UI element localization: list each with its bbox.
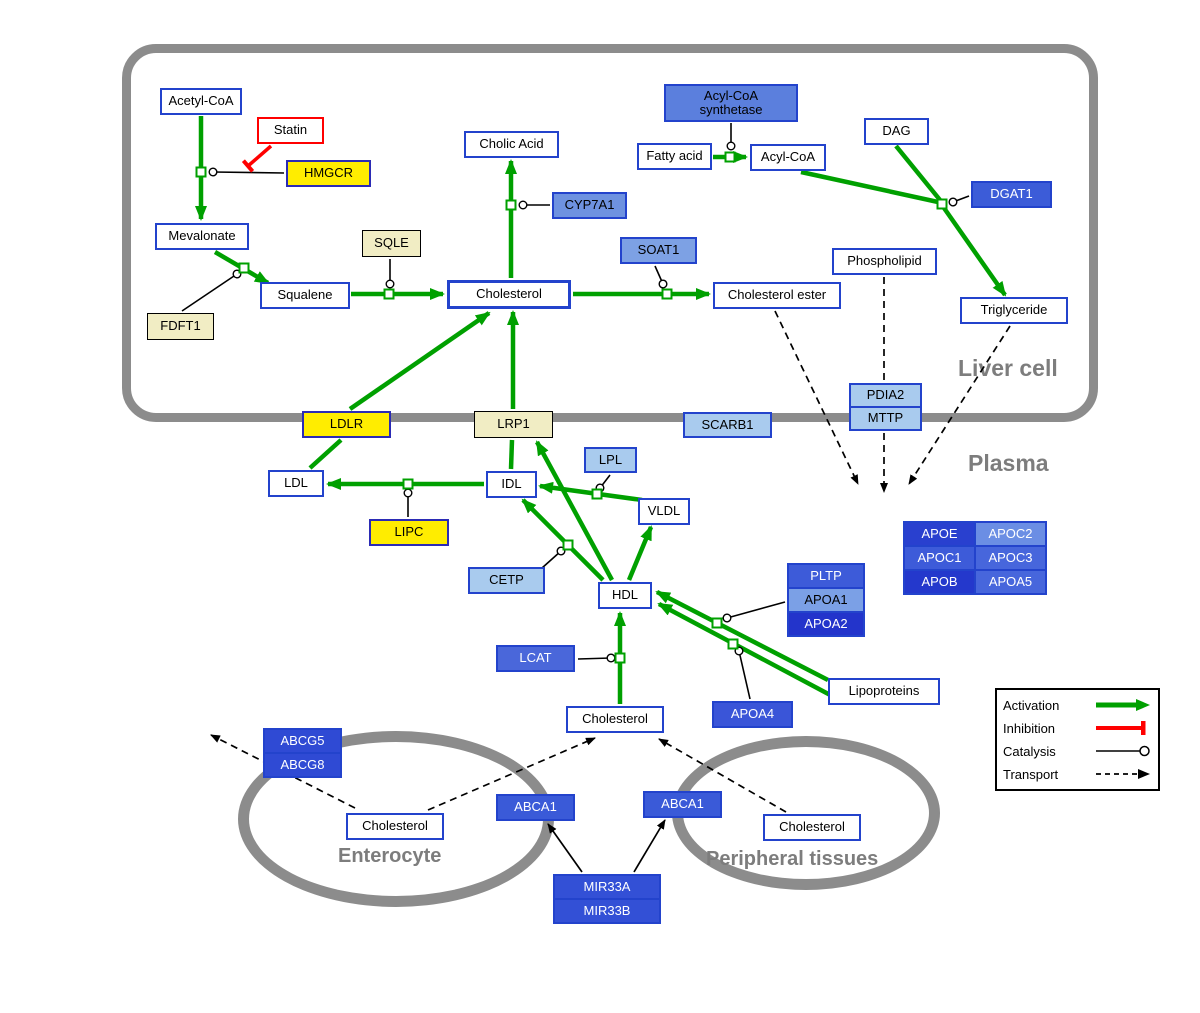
legend-transport-label: Transport (1003, 766, 1059, 782)
node-apoa5[interactable]: APOA5 (974, 569, 1047, 595)
node-lpl[interactable]: LPL (584, 447, 637, 473)
node-lipc[interactable]: LIPC (369, 519, 449, 546)
node-lcat[interactable]: LCAT (496, 645, 575, 672)
node-sqle[interactable]: SQLE (362, 230, 421, 257)
enterocyte-label: Enterocyte (338, 845, 442, 867)
transport-edges (210, 277, 1011, 813)
node-hmgcr[interactable]: HMGCR (286, 160, 371, 187)
inhibition-tbar-icon (1096, 721, 1146, 735)
node-mttp[interactable]: MTTP (849, 406, 922, 431)
legend-catalysis-label: Catalysis (1003, 743, 1056, 759)
liver-cell-label: Liver cell (958, 355, 1058, 381)
node-apob[interactable]: APOB (903, 569, 976, 595)
transport-arrow-icon (1096, 769, 1150, 779)
liver-cell-compartment (122, 44, 1098, 422)
node-acyl-coa-synthetase[interactable]: Acyl-CoA synthetase (664, 84, 798, 122)
reaction-nodes (195, 151, 948, 664)
node-hdl[interactable]: HDL (598, 582, 652, 609)
node-acyl-coa[interactable]: Acyl-CoA (750, 144, 826, 171)
legend-activation-row: Activation (1003, 694, 1152, 716)
regulation-edges (547, 819, 666, 873)
node-acetyl-coa[interactable]: Acetyl-CoA (160, 88, 242, 115)
node-mir33a[interactable]: MIR33A (553, 874, 661, 900)
legend-catalysis-row: Catalysis (1003, 740, 1152, 762)
node-soat1[interactable]: SOAT1 (620, 237, 697, 264)
node-idl[interactable]: IDL (486, 471, 537, 498)
node-apoa1[interactable]: APOA1 (787, 587, 865, 613)
node-pltp[interactable]: PLTP (787, 563, 865, 589)
node-apoe[interactable]: APOE (903, 521, 976, 547)
node-cetp[interactable]: CETP (468, 567, 545, 594)
peripheral-tissues-label: Peripheral tissues (706, 848, 879, 870)
node-cholesterol-peripheral[interactable]: Cholesterol (763, 814, 861, 841)
node-cholic-acid[interactable]: Cholic Acid (464, 131, 559, 158)
node-squalene[interactable]: Squalene (260, 282, 350, 309)
catalysis-circle-icon (1096, 745, 1150, 757)
node-scarb1[interactable]: SCARB1 (683, 412, 772, 438)
node-apoc2[interactable]: APOC2 (974, 521, 1047, 547)
activation-arrow-icon (1096, 699, 1150, 711)
node-triglyceride[interactable]: Triglyceride (960, 297, 1068, 324)
node-abca1-left[interactable]: ABCA1 (496, 794, 575, 821)
node-cholesterol-plasma[interactable]: Cholesterol (566, 706, 664, 733)
node-ldl[interactable]: LDL (268, 470, 324, 497)
node-statin[interactable]: Statin (257, 117, 324, 144)
node-apoc1[interactable]: APOC1 (903, 545, 976, 571)
legend-activation-label: Activation (1003, 697, 1060, 713)
node-dgat1[interactable]: DGAT1 (971, 181, 1052, 208)
node-cholesterol-ester[interactable]: Cholesterol ester (713, 282, 841, 309)
node-abca1-right[interactable]: ABCA1 (643, 791, 722, 818)
node-abcg5[interactable]: ABCG5 (263, 728, 342, 754)
legend-transport-row: Transport (1003, 763, 1152, 785)
node-ldlr[interactable]: LDLR (302, 411, 391, 438)
inhibition-edge (241, 144, 273, 173)
node-fatty-acid[interactable]: Fatty acid (637, 143, 712, 170)
node-vldl[interactable]: VLDL (638, 498, 690, 525)
node-apoa2[interactable]: APOA2 (787, 611, 865, 637)
node-cholesterol-enterocyte[interactable]: Cholesterol (346, 813, 444, 840)
legend-inhibition-label: Inhibition (1003, 720, 1056, 736)
node-cholesterol-liver[interactable]: Cholesterol (447, 280, 571, 309)
node-lrp1[interactable]: LRP1 (474, 411, 553, 438)
node-mevalonate[interactable]: Mevalonate (155, 223, 249, 250)
node-dag[interactable]: DAG (864, 118, 929, 145)
node-phospholipid[interactable]: Phospholipid (832, 248, 937, 275)
legend-inhibition-row: Inhibition (1003, 717, 1152, 739)
node-lipoproteins[interactable]: Lipoproteins (828, 678, 940, 705)
node-abcg8[interactable]: ABCG8 (263, 752, 342, 778)
node-cyp7a1[interactable]: CYP7A1 (552, 192, 627, 219)
node-mir33b[interactable]: MIR33B (553, 898, 661, 924)
node-apoa4[interactable]: APOA4 (712, 701, 793, 728)
node-apoc3[interactable]: APOC3 (974, 545, 1047, 571)
node-fdft1[interactable]: FDFT1 (147, 313, 214, 340)
plasma-label: Plasma (968, 450, 1049, 476)
legend: Activation Inhibition Catalysis Transpor… (995, 688, 1160, 791)
node-pdia2[interactable]: PDIA2 (849, 383, 922, 408)
